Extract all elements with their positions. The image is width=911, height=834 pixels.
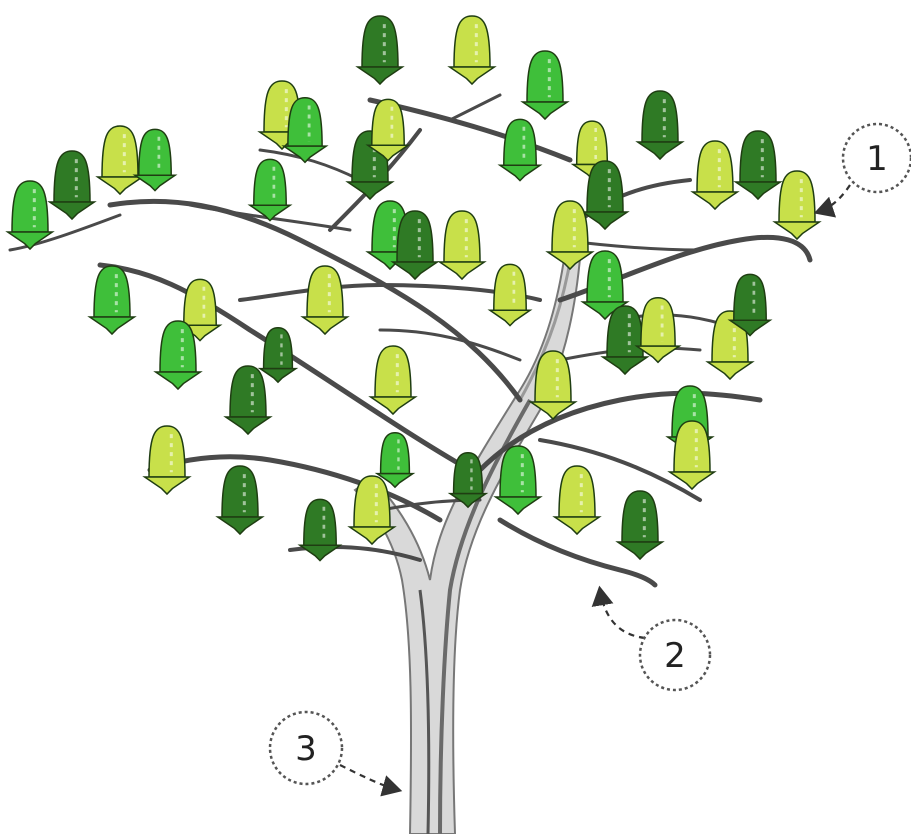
turbine-leaf-body — [504, 119, 536, 165]
turbine-leaf-body — [587, 161, 623, 212]
turbine-leaf-body — [527, 51, 563, 102]
turbine-leaf-body — [641, 298, 675, 346]
turbine-leaf-body — [577, 121, 608, 164]
turbine-leaf-body — [559, 466, 595, 517]
turbine-leaf-body — [500, 446, 536, 497]
turbine-leaf-body — [288, 98, 322, 146]
turbine-leaf-body — [375, 346, 411, 397]
turbine-leaf-body — [397, 211, 433, 262]
turbine-leaf-body — [734, 274, 766, 320]
turbine-leaf-body — [622, 491, 658, 542]
turbine-leaf-body — [381, 433, 410, 474]
turbine-leaf-body — [674, 421, 710, 472]
turbine-leaf-body — [254, 159, 286, 205]
turbine-leaf-body — [139, 129, 171, 175]
turbine-leaf-body — [587, 251, 623, 302]
callout-3-label: 3 — [295, 729, 317, 769]
turbine-leaf-body — [444, 211, 480, 262]
callout-2-label: 2 — [664, 636, 686, 676]
turbine-leaf-body — [94, 266, 130, 317]
callout-1-label: 1 — [866, 139, 888, 179]
turbine-leaf-body — [535, 351, 571, 402]
turbine-leaf-body — [697, 141, 733, 192]
turbine-leaf-body — [264, 328, 293, 369]
turbine-leaf-body — [12, 181, 48, 232]
turbine-leaf-body — [354, 476, 390, 527]
turbine-leaf-body — [642, 91, 678, 142]
turbine-leaf-body — [372, 99, 404, 145]
turbine-leaf-body — [160, 321, 196, 372]
turbine-leaf-body — [454, 453, 483, 494]
turbine-leaf-body — [54, 151, 90, 202]
turbine-leaf-body — [454, 16, 490, 67]
turbine-leaf-body — [779, 171, 815, 222]
turbine-leaf-body — [149, 426, 185, 477]
turbine-leaf-body — [307, 266, 343, 317]
turbine-leaf-body — [494, 264, 526, 310]
turbine-leaf-body — [304, 499, 336, 545]
turbine-leaf-body — [607, 306, 643, 357]
turbine-leaf-body — [740, 131, 776, 182]
turbine-leaf-body — [230, 366, 266, 417]
turbine-leaf-body — [552, 201, 588, 252]
turbine-leaf-body — [362, 16, 398, 67]
turbine-leaf-body — [184, 279, 216, 325]
turbine-leaf-body — [222, 466, 258, 517]
turbine-leaf-body — [102, 126, 138, 177]
